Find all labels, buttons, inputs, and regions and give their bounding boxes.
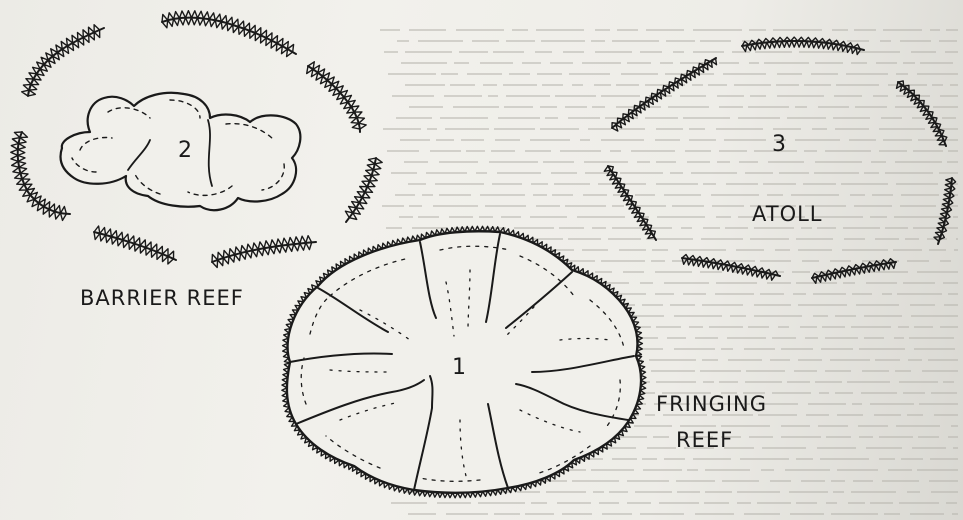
fringing-reef-label-line2: REEF	[676, 428, 733, 452]
atoll-label: ATOLL	[752, 202, 823, 226]
fringing-reef-label: FRINGING	[656, 392, 767, 416]
barrier-reef-label: BARRIER REEF	[80, 286, 244, 310]
atoll-reef-segments	[608, 41, 952, 278]
atoll-reef-hatching	[604, 37, 955, 283]
fringing-reef-number: 1	[452, 355, 467, 380]
barrier-reef-number: 2	[178, 138, 193, 163]
atoll-number: 3	[772, 132, 787, 157]
